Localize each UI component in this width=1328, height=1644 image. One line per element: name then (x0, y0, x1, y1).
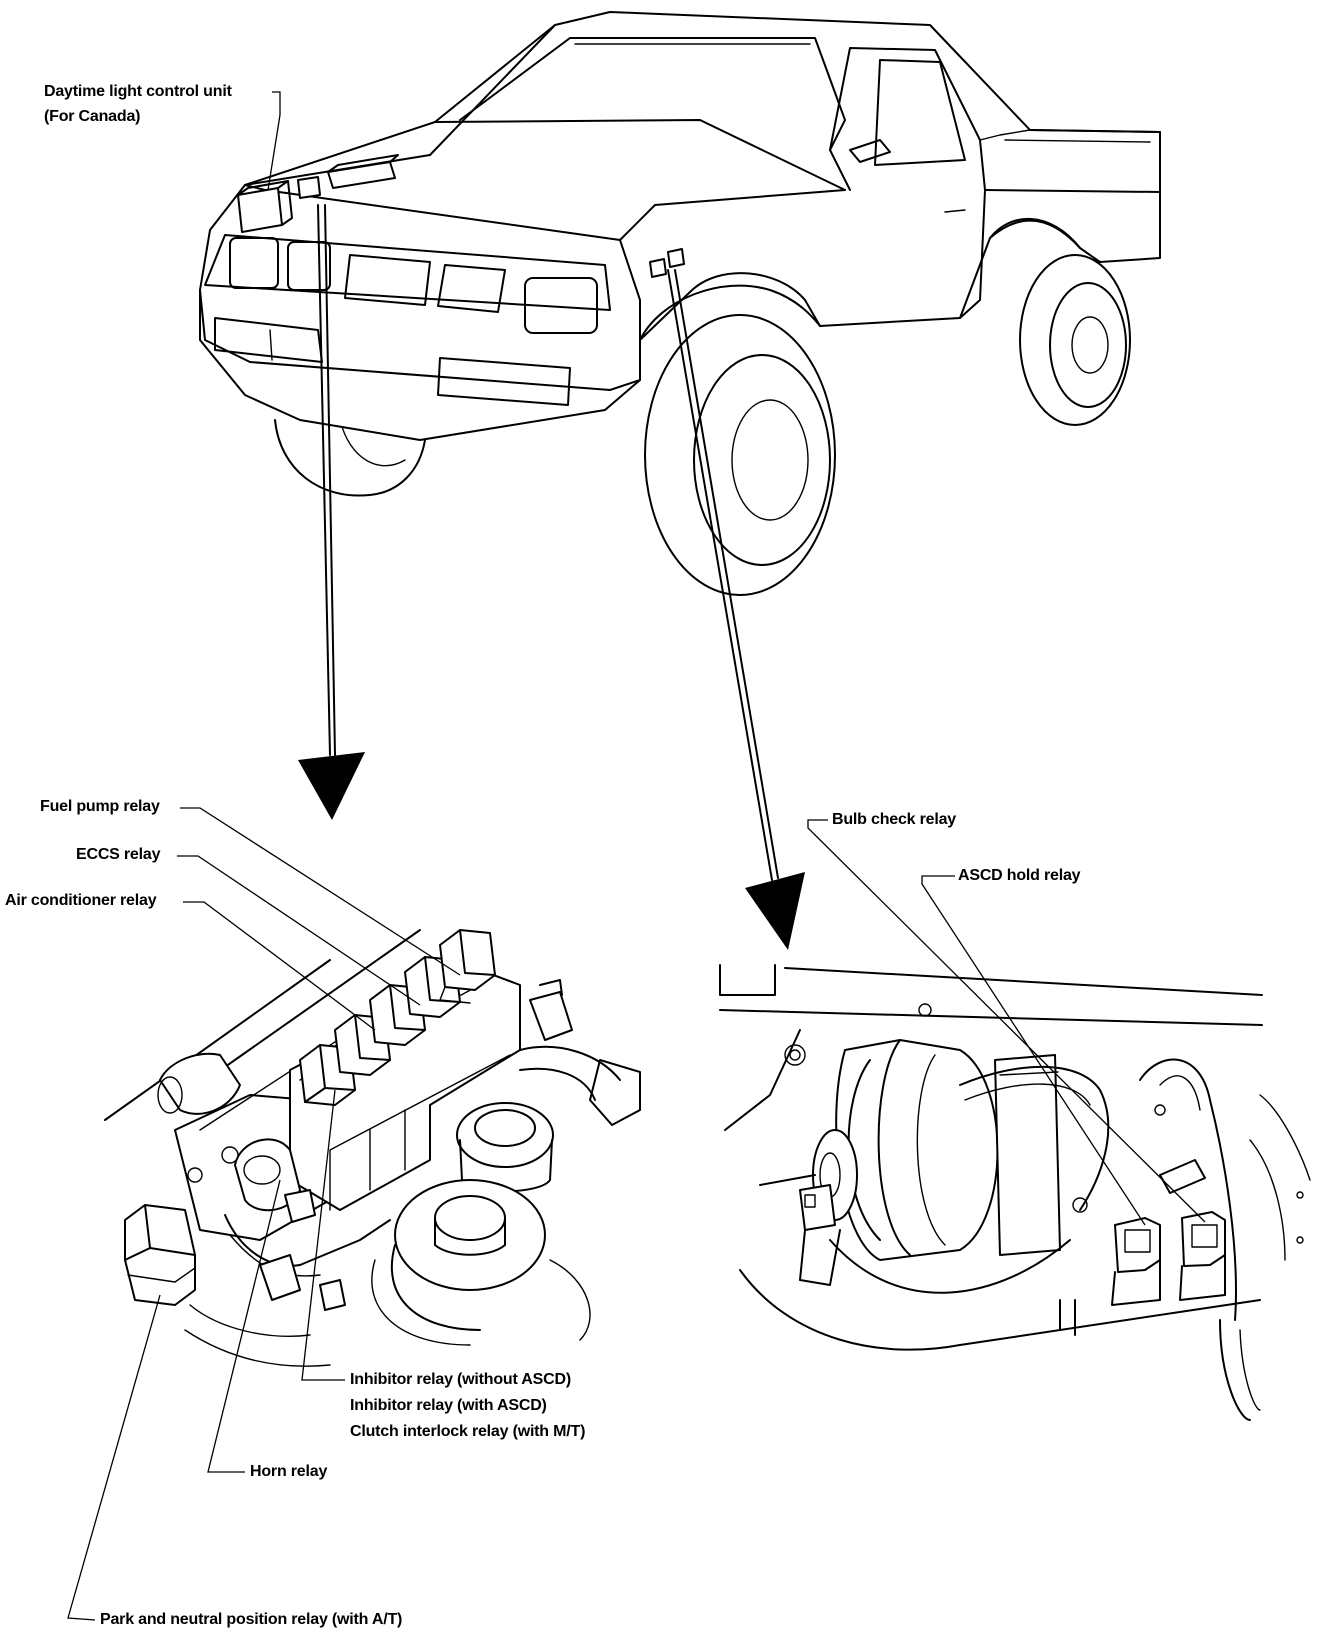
reservoir-cap (371, 1102, 591, 1346)
front-grille (204, 234, 611, 334)
rear-relay-body (439, 929, 496, 1004)
pickup-truck-illustration (199, 11, 1161, 596)
truck-body (199, 11, 1161, 441)
label-daytime-light-control-unit: Daytime light control unit (44, 83, 232, 100)
label-inhibitor-relay-with-ascd: Inhibitor relay (with ASCD) (350, 1397, 547, 1414)
brake-booster-housing (759, 1039, 999, 1286)
label-horn-relay: Horn relay (250, 1463, 328, 1480)
rear-wheel (1019, 254, 1131, 426)
arrow-to-dash-relays (667, 269, 805, 950)
label-fuel-pump-relay: Fuel pump relay (40, 798, 160, 815)
dash-area-relay-detail (719, 964, 1311, 1421)
label-eccs-relay: ECCS relay (76, 846, 161, 863)
ascd-hold-relay-body (1111, 1217, 1161, 1306)
arrow-to-engine-relays (298, 204, 365, 820)
park-neutral-relay-body (124, 1204, 196, 1306)
front-wheel (644, 314, 836, 596)
horn-relay-body (234, 1138, 316, 1223)
label-clutch-interlock-relay: Clutch interlock relay (with M/T) (350, 1423, 586, 1440)
leader-lines (67, 91, 1206, 1621)
engine-compartment-relay-detail (104, 929, 641, 1367)
bulb-check-relay-body (1179, 1211, 1226, 1301)
daytime-light-unit-on-truck (237, 180, 293, 233)
label-inhibitor-relay-without-ascd: Inhibitor relay (without ASCD) (350, 1371, 571, 1388)
front-left-wheel (274, 419, 426, 497)
label-ascd-hold-relay: ASCD hold relay (958, 867, 1081, 884)
label-bulb-check-relay: Bulb check relay (832, 811, 956, 828)
label-park-neutral-position-relay: Park and neutral position relay (with A/… (100, 1611, 403, 1628)
label-air-conditioner-relay: Air conditioner relay (5, 892, 157, 909)
label-for-canada: (For Canada) (44, 108, 141, 125)
